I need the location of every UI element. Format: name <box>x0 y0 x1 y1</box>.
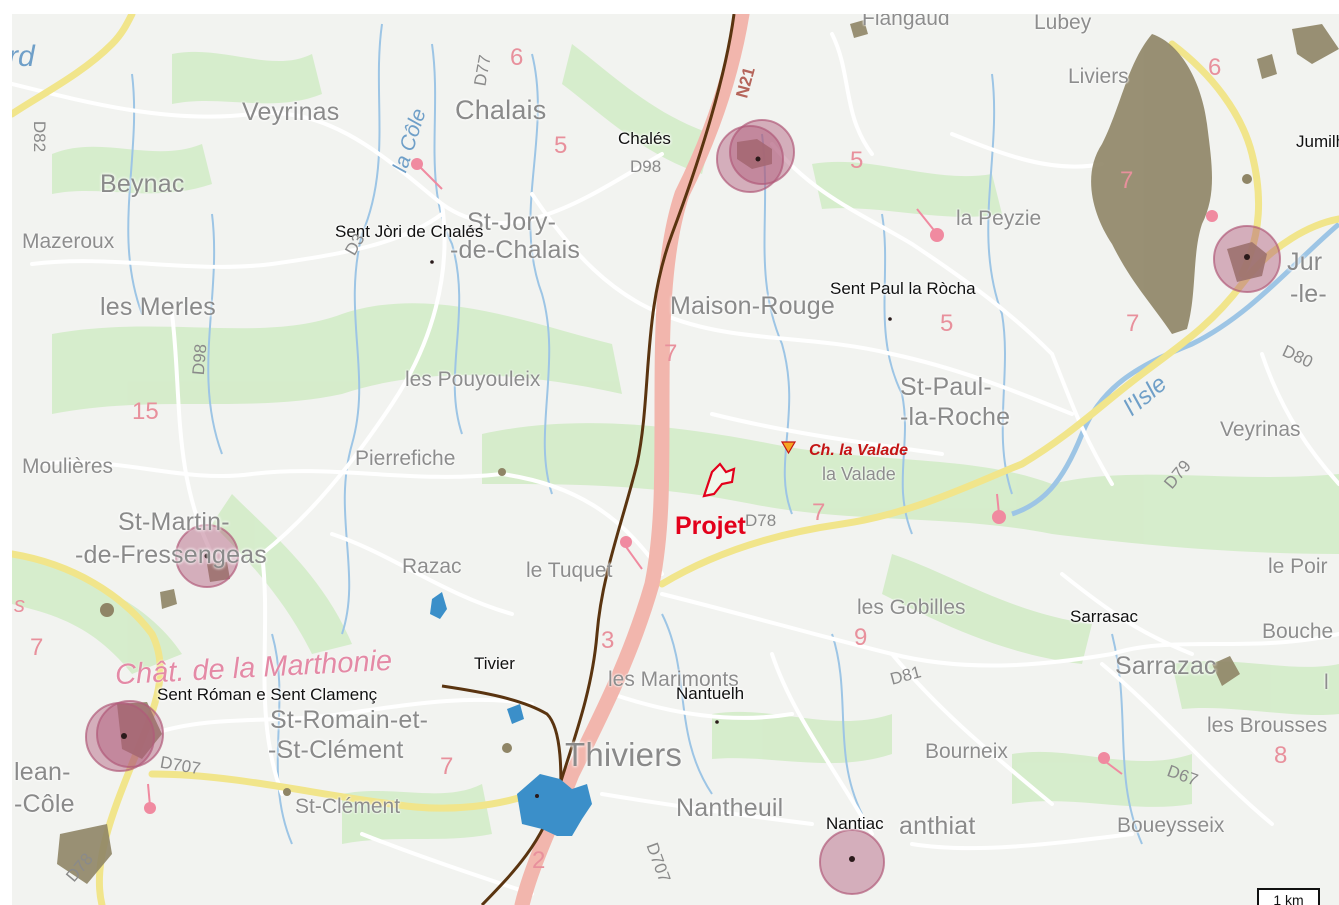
zone-number-8: 7 <box>1126 310 1140 337</box>
label-st-jean-1: lean- <box>14 758 71 786</box>
partial-edge-label: rd <box>12 40 35 73</box>
road-d98-west: D98 <box>188 343 211 376</box>
zone-number-12: 2 <box>532 847 546 874</box>
label-lubey: Lubey <box>1034 14 1092 34</box>
label-moulieres: Moulières <box>22 455 114 478</box>
isle-river <box>1011 222 1339 517</box>
label-chalais: Chalais <box>455 95 547 125</box>
label-st-martin-1: St-Martin- <box>118 508 230 536</box>
label-les-marimonts: les Marimonts <box>608 668 739 691</box>
label-sarrazac: Sarrazac <box>1115 652 1217 680</box>
label-maison-rouge: Maison-Rouge <box>670 292 835 320</box>
label-jumilhac-1: Jur <box>1287 248 1323 276</box>
label-st-jory-2: -de-Chalais <box>450 236 581 264</box>
label-thiviers: Thiviers <box>565 736 683 773</box>
heritage-dots <box>100 174 1252 796</box>
edge-char-1: s <box>14 592 25 617</box>
zone-number-14: 6 <box>1208 54 1222 81</box>
label-razac: Razac <box>402 555 462 578</box>
label-st-paul-2: -la-Roche <box>900 403 1011 431</box>
zone-number-7: 5 <box>940 310 954 337</box>
zone-number-5: 7 <box>664 340 678 367</box>
label-mazeroux: Mazeroux <box>22 230 115 253</box>
road-d82: D82 <box>30 120 50 153</box>
label-flangaud: Flangaud <box>862 14 950 30</box>
label-st-clement: St-Clément <box>295 795 401 818</box>
zone-number-10: 3 <box>601 627 615 654</box>
zone-number-1: 6 <box>510 44 524 71</box>
secondary-roads <box>12 32 1339 896</box>
label-st-paul-1: St-Paul- <box>900 373 992 401</box>
label-anthiat: anthiat <box>899 812 976 840</box>
project-site-icon[interactable] <box>702 462 736 498</box>
site-label: Ch. la Valade <box>809 442 908 459</box>
label-le-poir: le Poir <box>1268 555 1328 578</box>
n21-road <box>514 14 750 905</box>
zone-number-2: 5 <box>554 132 568 159</box>
label-oc-sent-paul: Sent Paul la Ròcha <box>830 279 976 298</box>
poi-pins <box>144 158 1218 814</box>
label-boueysseix: Boueysseix <box>1117 814 1225 837</box>
label-beynac: Beynac <box>100 170 185 198</box>
scale-bar-label: 1 km <box>1273 892 1304 905</box>
label-la-peyzie: la Peyzie <box>956 207 1042 230</box>
map-frame[interactable]: Veyrinas Chalais Beynac St-Jory- -de-Cha… <box>12 14 1339 905</box>
label-oc-sent-roman: Sent Róman e Sent Clamenç <box>157 685 378 704</box>
label-oc-chales: Chalés <box>618 129 671 148</box>
label-st-romain-1: St-Romain-et- <box>270 706 429 734</box>
urban-areas <box>430 592 592 836</box>
label-st-romain-2: -St-Clément <box>268 736 404 764</box>
label-pierrefiche: Pierrefiche <box>355 447 456 470</box>
label-la-valade: la Valade <box>822 464 896 484</box>
zone-number-11: 9 <box>854 624 868 651</box>
edge-char-2: l <box>1324 671 1329 694</box>
zone-number-15: 7 <box>30 634 44 661</box>
label-oc-sarrasac: Sarrasac <box>1070 607 1139 626</box>
map-canvas[interactable] <box>12 14 1339 905</box>
zone-number-13: 8 <box>1274 742 1288 769</box>
label-les-merles: les Merles <box>100 293 216 321</box>
label-oc-nantiac: Nantiac <box>826 814 884 833</box>
label-oc-tivier: Tivier <box>474 654 515 673</box>
chateau-triangle-icon[interactable] <box>780 441 797 455</box>
zone-number-6: 7 <box>1120 167 1134 194</box>
zone-number-4: 15 <box>132 398 159 425</box>
monument-points <box>121 156 1250 862</box>
label-veyrinas-west: Veyrinas <box>242 98 340 126</box>
scale-bar-icon: 1 km <box>1257 888 1320 905</box>
road-d98-north: D98 <box>630 157 662 176</box>
label-le-tuquet: le Tuquet <box>526 559 613 582</box>
label-les-pouyouleix: les Pouyouleix <box>405 368 541 391</box>
label-les-gobilles: les Gobilles <box>857 596 966 619</box>
zone-number-16: 7 <box>440 753 454 780</box>
label-veyrinas-east: Veyrinas <box>1220 418 1301 441</box>
heritage-area-icon <box>57 20 1339 884</box>
label-st-jory-1: St-Jory- <box>467 208 557 236</box>
streams <box>127 23 1143 845</box>
label-jumilhac-2: -le- <box>1290 280 1327 308</box>
label-st-jean-2: -Côle <box>14 790 75 818</box>
zone-number-3: 5 <box>850 147 864 174</box>
road-d78-center: D78 <box>745 511 777 530</box>
label-nantheuil: Nantheuil <box>676 794 784 822</box>
zone-number-9: 7 <box>812 499 826 526</box>
label-les-brousses: les Brousses <box>1207 714 1328 737</box>
label-bouche: Bouche <box>1262 620 1334 643</box>
label-bourneix: Bourneix <box>925 740 1008 763</box>
label-liviers: Liviers <box>1068 65 1129 88</box>
label-oc-nantuelh: Nantuelh <box>676 684 745 703</box>
label-oc-sent-jori: Sent Jòri de Chalés <box>335 222 484 241</box>
project-label: Projet <box>675 512 746 540</box>
label-st-martin-2: -de-Fressengeas <box>75 541 267 569</box>
label-oc-jumilha: Jumilha <box>1296 132 1339 151</box>
